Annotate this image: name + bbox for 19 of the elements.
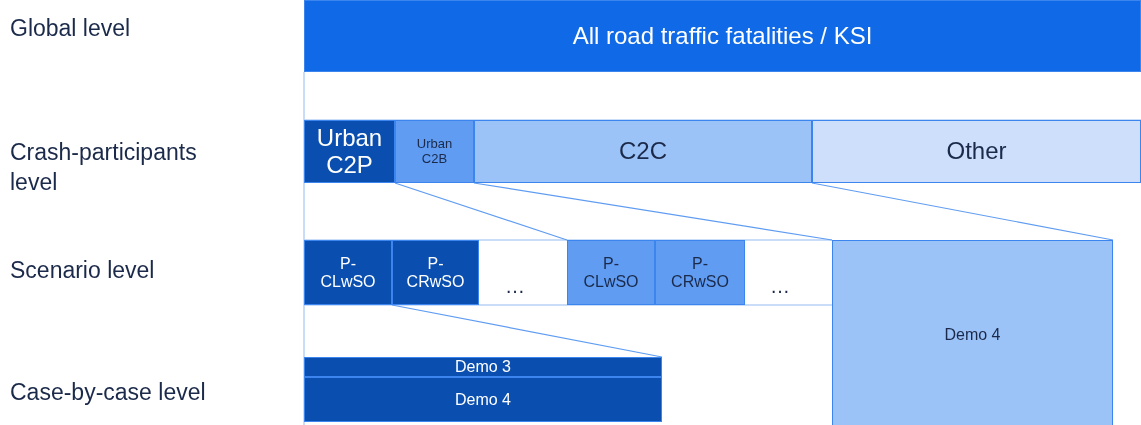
ellipsis: …	[505, 274, 525, 299]
ellipsis: …	[770, 274, 790, 299]
zoom-line	[394, 182, 568, 241]
level-label: Crash-participants level	[10, 138, 198, 197]
category-box: Urban C2P	[304, 120, 395, 183]
case-box: Demo 4	[304, 377, 662, 422]
level-bar: All road traffic fatalities / KSI	[304, 0, 1141, 72]
category-box: Urban C2B	[395, 120, 474, 183]
scenario-box: P- CRwSO	[655, 240, 745, 305]
category-box: C2C	[474, 120, 812, 183]
level-label: Case-by-case level	[10, 378, 206, 407]
case-box: Demo 3	[304, 357, 662, 377]
category-box: Other	[812, 120, 1141, 183]
case-box: Demo 4	[832, 240, 1113, 425]
scenario-box: P- CLwSO	[567, 240, 655, 305]
scenario-box: P- CLwSO	[304, 240, 392, 305]
level-label: Scenario level	[10, 256, 155, 285]
level-label: Global level	[10, 14, 131, 43]
scenario-box: P- CRwSO	[392, 240, 479, 305]
